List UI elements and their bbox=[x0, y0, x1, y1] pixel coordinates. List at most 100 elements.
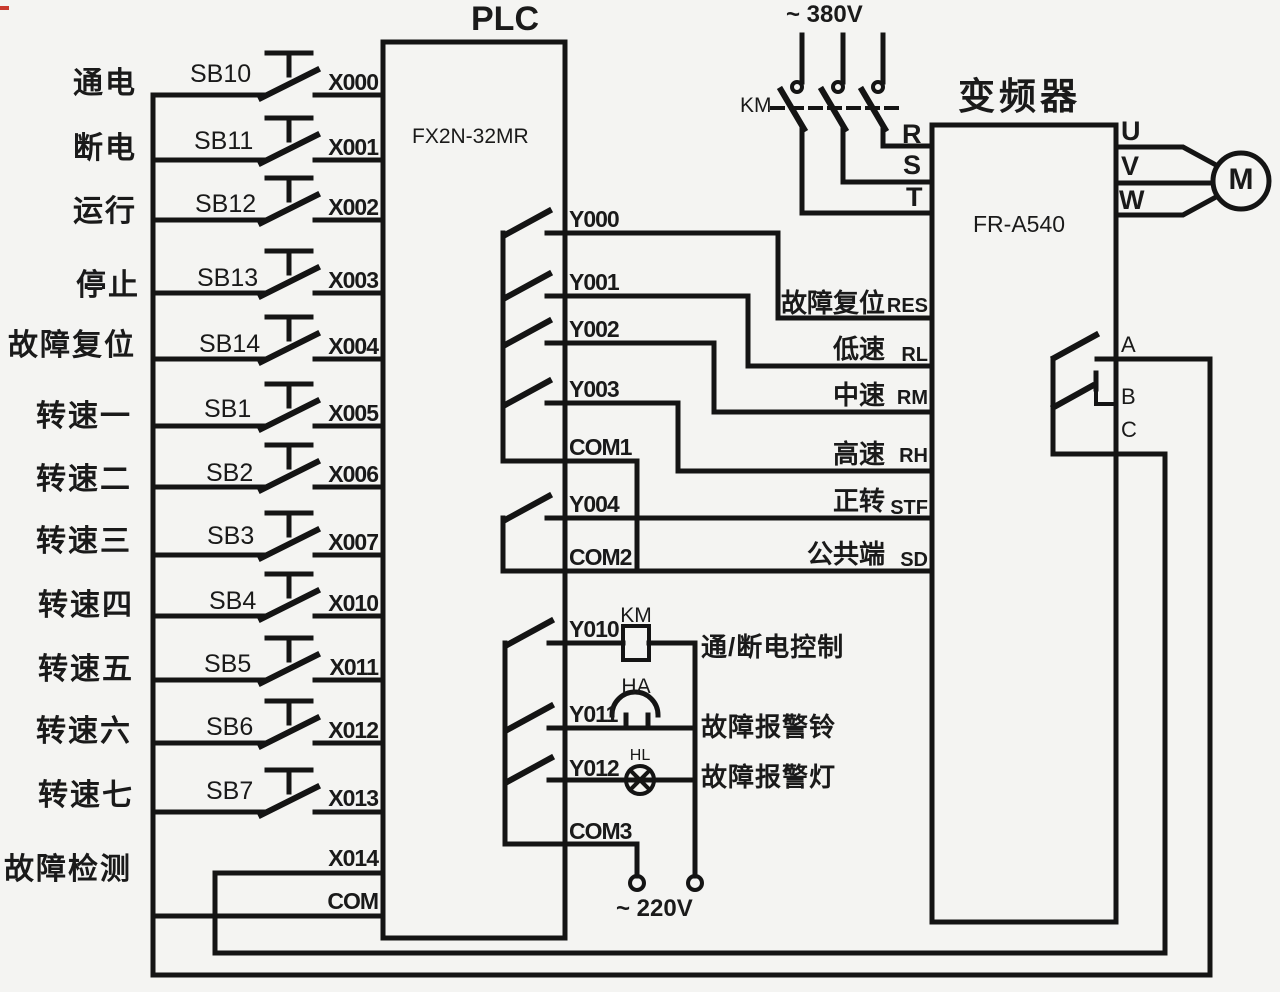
input-function-label: 故障复位 bbox=[8, 329, 136, 362]
plc-input-terminal: X014 bbox=[328, 845, 379, 871]
supply-terminal-2 bbox=[686, 874, 704, 892]
plc-input-terminal: X011 bbox=[329, 654, 379, 680]
input-function-label: 转速四 bbox=[38, 589, 134, 622]
load-desc: 故障报警铃 bbox=[701, 712, 837, 742]
plc-input-terminal: X004 bbox=[328, 333, 379, 359]
inverter-phase-terminal: R bbox=[902, 119, 922, 149]
button-label: SB14 bbox=[199, 330, 261, 358]
input-function-label: 转速五 bbox=[38, 653, 134, 686]
bell-label: HA bbox=[621, 675, 651, 698]
input-function-label: 转速七 bbox=[38, 779, 134, 812]
plc-output-terminal: Y004 bbox=[569, 491, 620, 517]
plc-input-terminal: X001 bbox=[328, 134, 379, 160]
control-voltage-label: ~ 220V bbox=[616, 895, 693, 922]
inverter-output-terminal: V bbox=[1121, 151, 1140, 181]
input-function-label: 转速二 bbox=[36, 463, 132, 496]
contactor-label: KM bbox=[740, 94, 772, 117]
load-desc: 通/断电控制 bbox=[701, 632, 845, 662]
plc-input-terminal: X013 bbox=[328, 785, 379, 811]
button-label: SB7 bbox=[206, 777, 254, 805]
plc-output-group1 bbox=[500, 206, 935, 574]
plc-output-terminal: Y011 bbox=[569, 701, 618, 727]
plc-output-terminal: Y003 bbox=[569, 376, 620, 402]
button-label: SB13 bbox=[197, 264, 259, 292]
inverter-terminal: RL bbox=[901, 344, 928, 366]
inverter-output-terminal: U bbox=[1121, 116, 1141, 146]
input-function-label: 通电 bbox=[73, 67, 137, 100]
plc-input-terminal: X002 bbox=[328, 194, 379, 220]
fault-terminal: A bbox=[1121, 332, 1136, 357]
inverter-phase-terminal: S bbox=[903, 150, 922, 180]
button-label: SB10 bbox=[190, 60, 252, 88]
plc-model: FX2N-32MR bbox=[412, 125, 529, 148]
fault-detect-wire bbox=[212, 451, 1168, 956]
input-function-label: 断电 bbox=[73, 132, 137, 165]
plc-input-terminal: COM bbox=[327, 888, 379, 914]
pushbutton-row-sb6 bbox=[150, 698, 386, 751]
input-function-label: 转速一 bbox=[36, 400, 132, 433]
button-label: SB4 bbox=[209, 587, 257, 615]
button-label: SB11 bbox=[194, 127, 254, 155]
load-desc: 故障报警灯 bbox=[701, 762, 837, 792]
plc-box bbox=[380, 39, 568, 941]
plc-output-terminal: Y000 bbox=[569, 206, 620, 232]
pushbutton-row-sb2 bbox=[150, 442, 386, 495]
lamp-symbol bbox=[624, 764, 656, 796]
pushbutton-row-sb12 bbox=[150, 175, 386, 228]
km-coil-symbol bbox=[621, 624, 651, 662]
inverter-function-label: 正转 bbox=[832, 486, 885, 516]
inverter-title: 变频器 bbox=[958, 76, 1081, 117]
pushbutton-row-sb13 bbox=[150, 248, 386, 301]
plc-output-terminal: Y002 bbox=[569, 316, 620, 342]
plc-output-terminal: Y001 bbox=[569, 269, 620, 295]
input-function-label: 运行 bbox=[73, 195, 137, 228]
button-label: SB5 bbox=[204, 650, 252, 678]
km-coil-label: KM bbox=[620, 604, 652, 627]
plc-title: PLC bbox=[471, 0, 539, 38]
inverter-output-terminal: W bbox=[1119, 185, 1145, 215]
inverter-terminal: RM bbox=[896, 387, 928, 409]
plc-input-terminal: X006 bbox=[328, 461, 379, 487]
pushbutton-row-sb3 bbox=[150, 510, 386, 563]
button-label: SB12 bbox=[195, 190, 257, 218]
inverter-phase-terminal: T bbox=[906, 182, 923, 212]
button-label: SB6 bbox=[206, 713, 254, 741]
button-label: SB3 bbox=[207, 522, 255, 550]
inverter-function-label: 高速 bbox=[832, 439, 885, 469]
input-function-label: 停止 bbox=[76, 269, 140, 302]
pushbutton-row-sb11 bbox=[150, 115, 386, 168]
fault-terminal: C bbox=[1121, 417, 1137, 442]
pushbutton-row-sb10 bbox=[150, 50, 386, 103]
plc-output-terminal: COM2 bbox=[569, 544, 632, 570]
pushbutton-row-sb5 bbox=[150, 635, 386, 688]
input-common-bus bbox=[150, 93, 1213, 978]
plc-output-terminal: COM1 bbox=[569, 434, 632, 460]
pushbutton-row-sb1 bbox=[150, 381, 386, 434]
inverter-box bbox=[929, 122, 1119, 925]
input-function-label: 转速六 bbox=[36, 715, 132, 748]
plc-output-group2 bbox=[500, 491, 935, 574]
pushbutton-row-sb7 bbox=[150, 767, 386, 820]
pushbutton-row-sb14 bbox=[150, 314, 386, 367]
button-label: SB1 bbox=[204, 395, 252, 423]
inverter-function-label: 中速 bbox=[832, 380, 885, 410]
fault-terminal: B bbox=[1121, 384, 1136, 409]
motor-label: M bbox=[1228, 163, 1254, 196]
motor-wiring bbox=[1113, 144, 1272, 218]
input-function-label: 转速三 bbox=[36, 525, 132, 558]
button-label: SB2 bbox=[206, 459, 254, 487]
scan-artifact bbox=[0, 6, 9, 10]
inverter-terminal: STF bbox=[890, 497, 928, 519]
plc-input-terminal: X012 bbox=[328, 717, 379, 743]
inverter-model: FR-A540 bbox=[973, 211, 1066, 237]
bell-symbol bbox=[609, 689, 661, 731]
fault-detect-label: 故障检测 bbox=[4, 853, 132, 886]
plc-input-terminal: X003 bbox=[328, 267, 379, 293]
three-phase-contactor bbox=[770, 32, 935, 216]
plc-output-terminal: COM3 bbox=[569, 818, 632, 844]
plc-output-group3 bbox=[502, 616, 704, 892]
inverter-terminal: SD bbox=[900, 549, 928, 571]
inverter-terminal: RH bbox=[899, 445, 928, 467]
